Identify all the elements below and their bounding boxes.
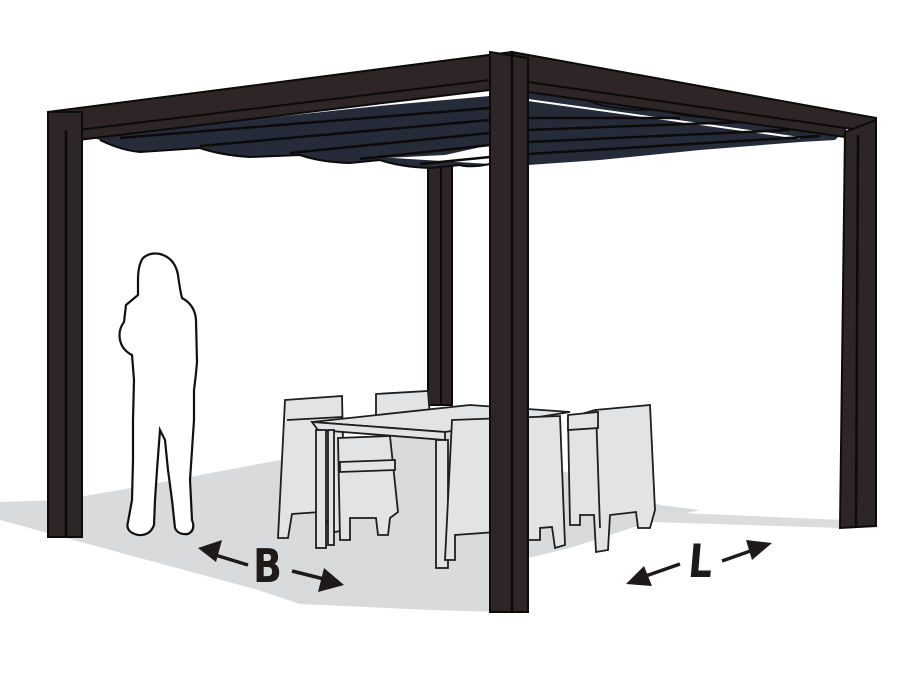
arrow-right-icon (746, 540, 772, 560)
person-silhouette (118, 252, 199, 537)
pergola-frame-top (47, 50, 877, 142)
arrow-right-icon (318, 568, 344, 592)
arrow-left-icon (626, 566, 652, 586)
dimension-arrow-b (198, 540, 344, 592)
chair-front-left (337, 435, 399, 541)
back-post (427, 164, 453, 406)
canopy-left (78, 96, 491, 170)
ground-shadow (0, 420, 842, 612)
left-post (47, 111, 83, 538)
patio-furniture (277, 390, 656, 569)
dimension-label-width: B (253, 539, 282, 593)
front-post (489, 50, 529, 613)
dimension-label-length: L (686, 534, 716, 588)
right-post (838, 118, 877, 530)
chair-far-right (567, 404, 656, 554)
arrow-left-icon (198, 540, 222, 562)
dimension-arrow-l (626, 540, 772, 586)
